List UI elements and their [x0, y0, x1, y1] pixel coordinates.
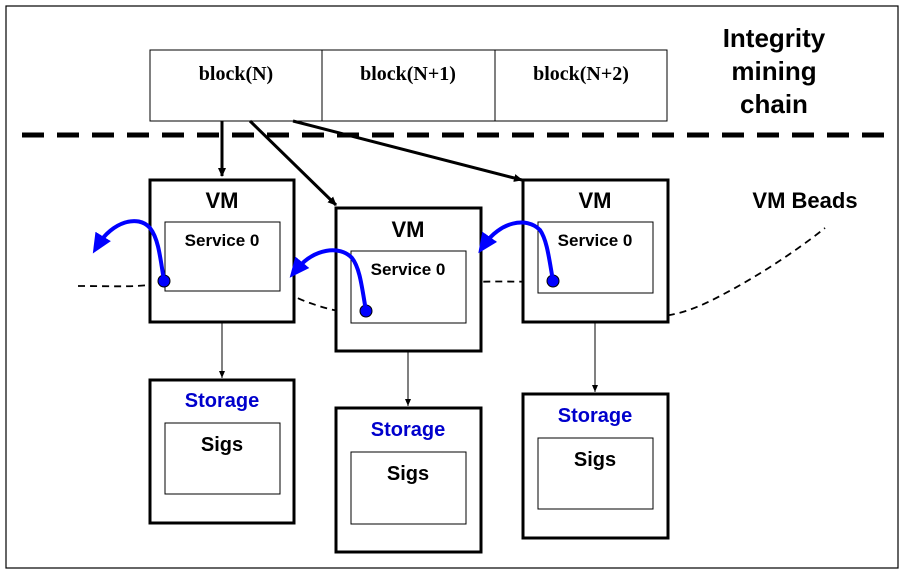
- bead-links: [92, 219, 555, 312]
- service-label: Service 0: [558, 231, 633, 250]
- chain-title-line-2: mining: [731, 56, 816, 86]
- service-label: Service 0: [185, 231, 260, 250]
- vm-label: VM: [392, 217, 425, 242]
- storage-label: Storage: [185, 390, 259, 412]
- vm-node-1: VM Service 0: [148, 178, 296, 324]
- sigs-label: Sigs: [201, 434, 243, 456]
- arrow-to-vm-2: [248, 119, 338, 207]
- sigs-label: Sigs: [574, 449, 616, 471]
- block-n-label: block(N): [199, 63, 273, 85]
- storage-label: Storage: [371, 419, 445, 441]
- mining-chain: block(N) block(N+1) block(N+2): [149, 49, 668, 122]
- sigs-box: [164, 422, 281, 495]
- vm-node-2: VM Service 0: [334, 206, 483, 353]
- chain-title: Integrity mining chain: [723, 23, 826, 119]
- vm-label: VM: [206, 188, 239, 213]
- vm-beads-label: VM Beads: [752, 188, 857, 213]
- vm-label: VM: [579, 188, 612, 213]
- service-label: Service 0: [371, 260, 446, 279]
- vm-to-storage-arrows: [219, 322, 598, 406]
- storage-node-2: Storage Sigs: [334, 406, 483, 554]
- bead-link-out: [92, 219, 166, 282]
- sigs-box: [537, 437, 654, 510]
- storage-node-1: Storage Sigs: [148, 378, 296, 525]
- chain-title-line-3: chain: [740, 89, 808, 119]
- block-n1-label: block(N+1): [360, 63, 456, 85]
- chain-title-line-1: Integrity: [723, 23, 826, 53]
- sigs-box: [350, 451, 467, 525]
- sigs-label: Sigs: [387, 463, 429, 485]
- block-n2-label: block(N+2): [533, 63, 629, 85]
- chain-container: [149, 49, 668, 122]
- storage-node-3: Storage Sigs: [521, 392, 670, 540]
- arrow-to-vm-3: [292, 119, 523, 182]
- storage-label: Storage: [558, 405, 632, 427]
- block-to-vm-arrows: [218, 119, 523, 207]
- service-box: [164, 221, 281, 292]
- vm-node-3: VM Service 0: [521, 178, 670, 324]
- bead-link-3-to-2: [478, 220, 555, 282]
- bead-link-2-to-1: [289, 248, 368, 312]
- outer-frame: [5, 5, 899, 569]
